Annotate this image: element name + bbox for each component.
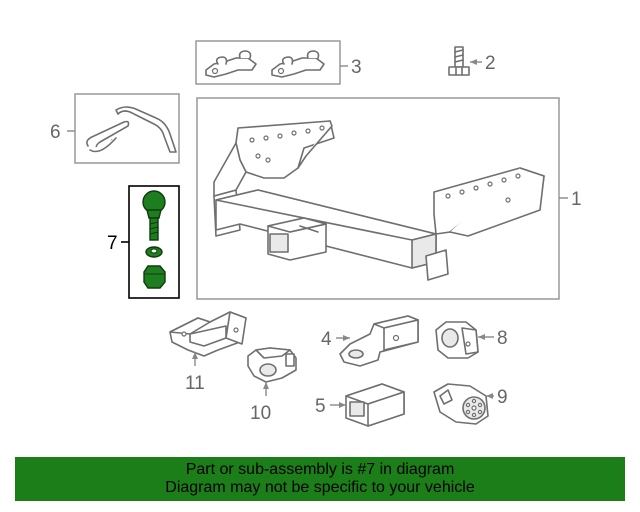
callout-2: 2 bbox=[485, 53, 496, 74]
part-7-nut bbox=[143, 265, 166, 289]
part-7-group[interactable]: 7 bbox=[107, 185, 180, 299]
part-5-group[interactable]: 5 bbox=[315, 383, 405, 427]
callout-7: 7 bbox=[107, 233, 118, 254]
part-6-frame bbox=[74, 93, 180, 164]
part-8-connector bbox=[435, 321, 479, 359]
part-2-bolt bbox=[448, 46, 470, 76]
banner-line-1: Part or sub-assembly is #7 in diagram bbox=[185, 461, 455, 478]
callout-5: 5 bbox=[315, 396, 326, 417]
part-10-group[interactable]: 10 bbox=[247, 347, 297, 424]
part-3-clip-right bbox=[271, 50, 325, 78]
part-4-group[interactable]: 4 bbox=[321, 315, 419, 367]
part-3-clip-left bbox=[205, 50, 257, 78]
part-8-group[interactable]: 8 bbox=[435, 321, 508, 359]
part-1-group[interactable]: 1 bbox=[196, 97, 582, 300]
part-9-group[interactable]: 9 bbox=[433, 383, 508, 425]
part-11-group[interactable]: 11 bbox=[169, 311, 247, 394]
part-2-group[interactable]: 2 bbox=[448, 46, 496, 76]
part-11-bracket bbox=[169, 311, 247, 357]
callout-10: 10 bbox=[250, 403, 271, 424]
part-6-group[interactable]: 6 bbox=[50, 93, 180, 164]
part-10-connector bbox=[247, 347, 297, 383]
callout-11: 11 bbox=[185, 373, 205, 394]
banner-line-2: Diagram may not be specific to your vehi… bbox=[165, 479, 475, 496]
callout-6: 6 bbox=[50, 122, 61, 143]
part-5-tube bbox=[345, 383, 405, 427]
callout-4: 4 bbox=[321, 329, 332, 350]
part-4-ball-mount bbox=[339, 315, 419, 367]
part-7-hitch-ball bbox=[142, 190, 166, 241]
part-6-pin bbox=[86, 106, 177, 153]
part-1-hitch bbox=[213, 120, 545, 281]
callout-1: 1 bbox=[571, 189, 582, 210]
part-3-group[interactable]: 3 bbox=[195, 40, 362, 85]
callout-8: 8 bbox=[497, 328, 508, 349]
callout-9: 9 bbox=[497, 387, 508, 408]
callout-3: 3 bbox=[351, 57, 362, 78]
part-3-frame bbox=[195, 40, 341, 85]
part-9-connector bbox=[433, 383, 489, 425]
part-7-lock-washer bbox=[145, 246, 163, 258]
info-banner: Part or sub-assembly is #7 in diagram Di… bbox=[15, 457, 625, 501]
